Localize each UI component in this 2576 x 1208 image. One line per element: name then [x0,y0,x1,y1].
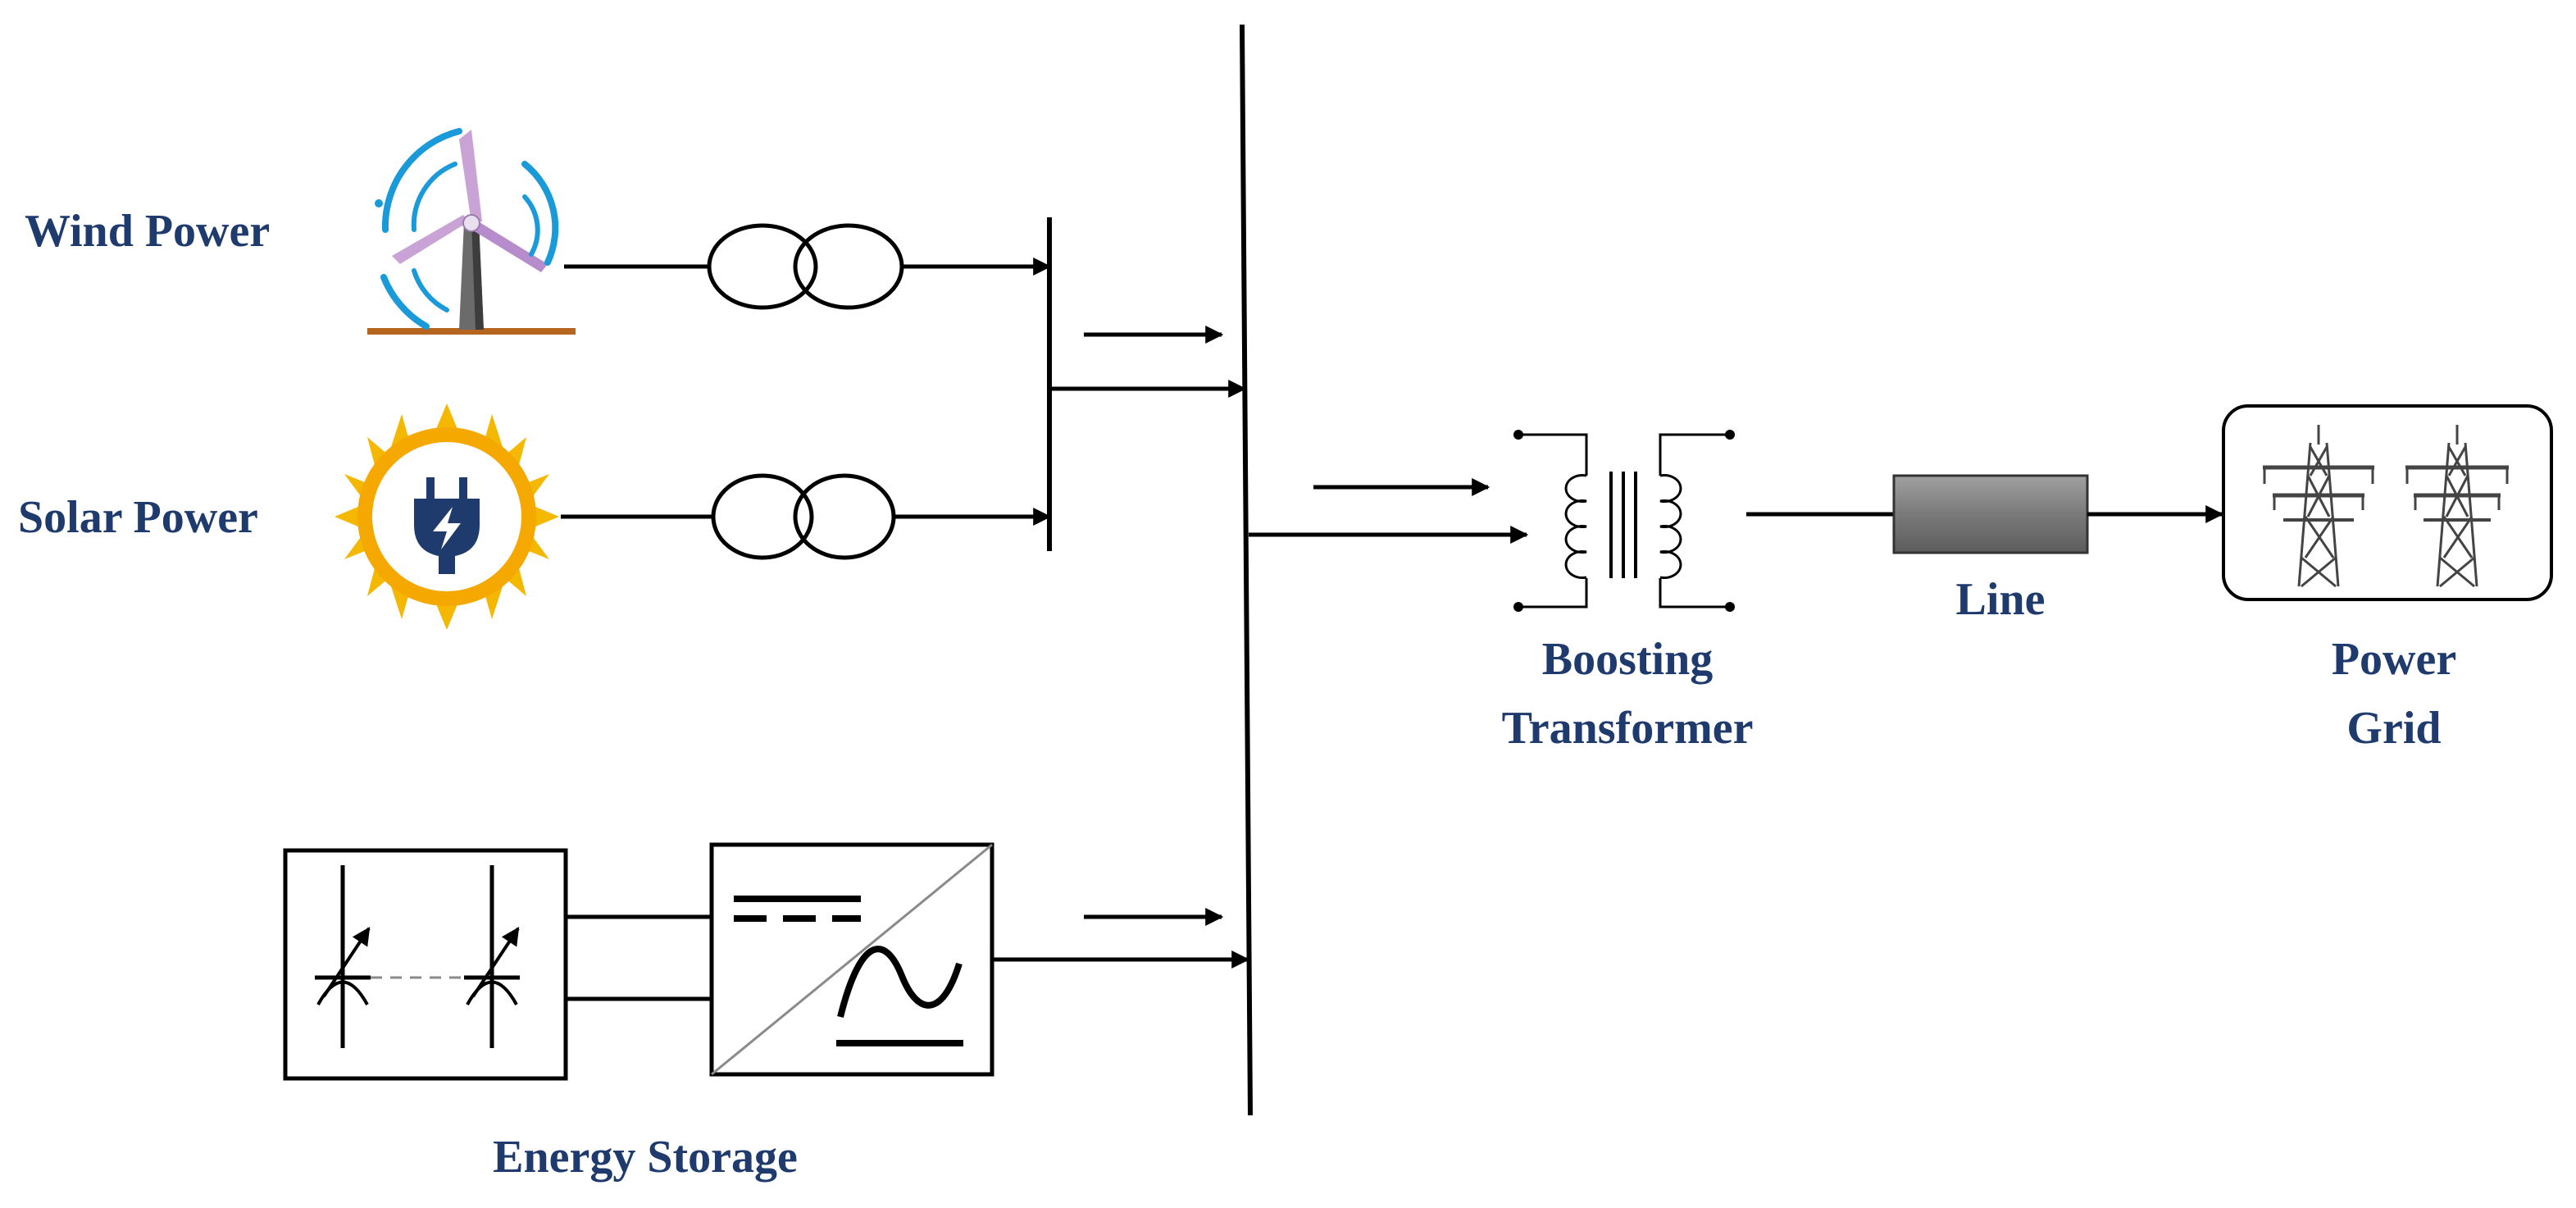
solar-transformer-icon [711,473,896,560]
wind-power-label: Wind Power [25,206,271,257]
dc-ac-converter-icon [709,842,994,1077]
wind-transformer-icon [707,223,904,310]
boosting-label-line1: Boosting [1541,634,1714,685]
power-grid-label-line1: Power [2331,634,2457,685]
wind-turbine-icon [367,128,576,335]
line-block [1892,474,2089,554]
solar-power-label: Solar Power [18,492,258,543]
boosting-transformer-icon [1518,433,1730,609]
boosting-label-line2: Transformer [1501,703,1754,754]
power-grid-box [2222,404,2553,601]
transmission-tower-icon [2263,425,2374,588]
transmission-tower-icon [2405,425,2509,588]
main-bus [1240,24,1253,1116]
energy-storage-label: Energy Storage [493,1132,798,1183]
line-label: Line [1955,574,2046,625]
boosting-transformer-label: Boosting Transformer [1502,625,1754,763]
battery-bank-icon [283,848,568,1081]
power-grid-label-line2: Grid [2346,703,2442,754]
power-grid-label: Power Grid [2332,625,2456,763]
sun-plug-icon [335,403,559,630]
